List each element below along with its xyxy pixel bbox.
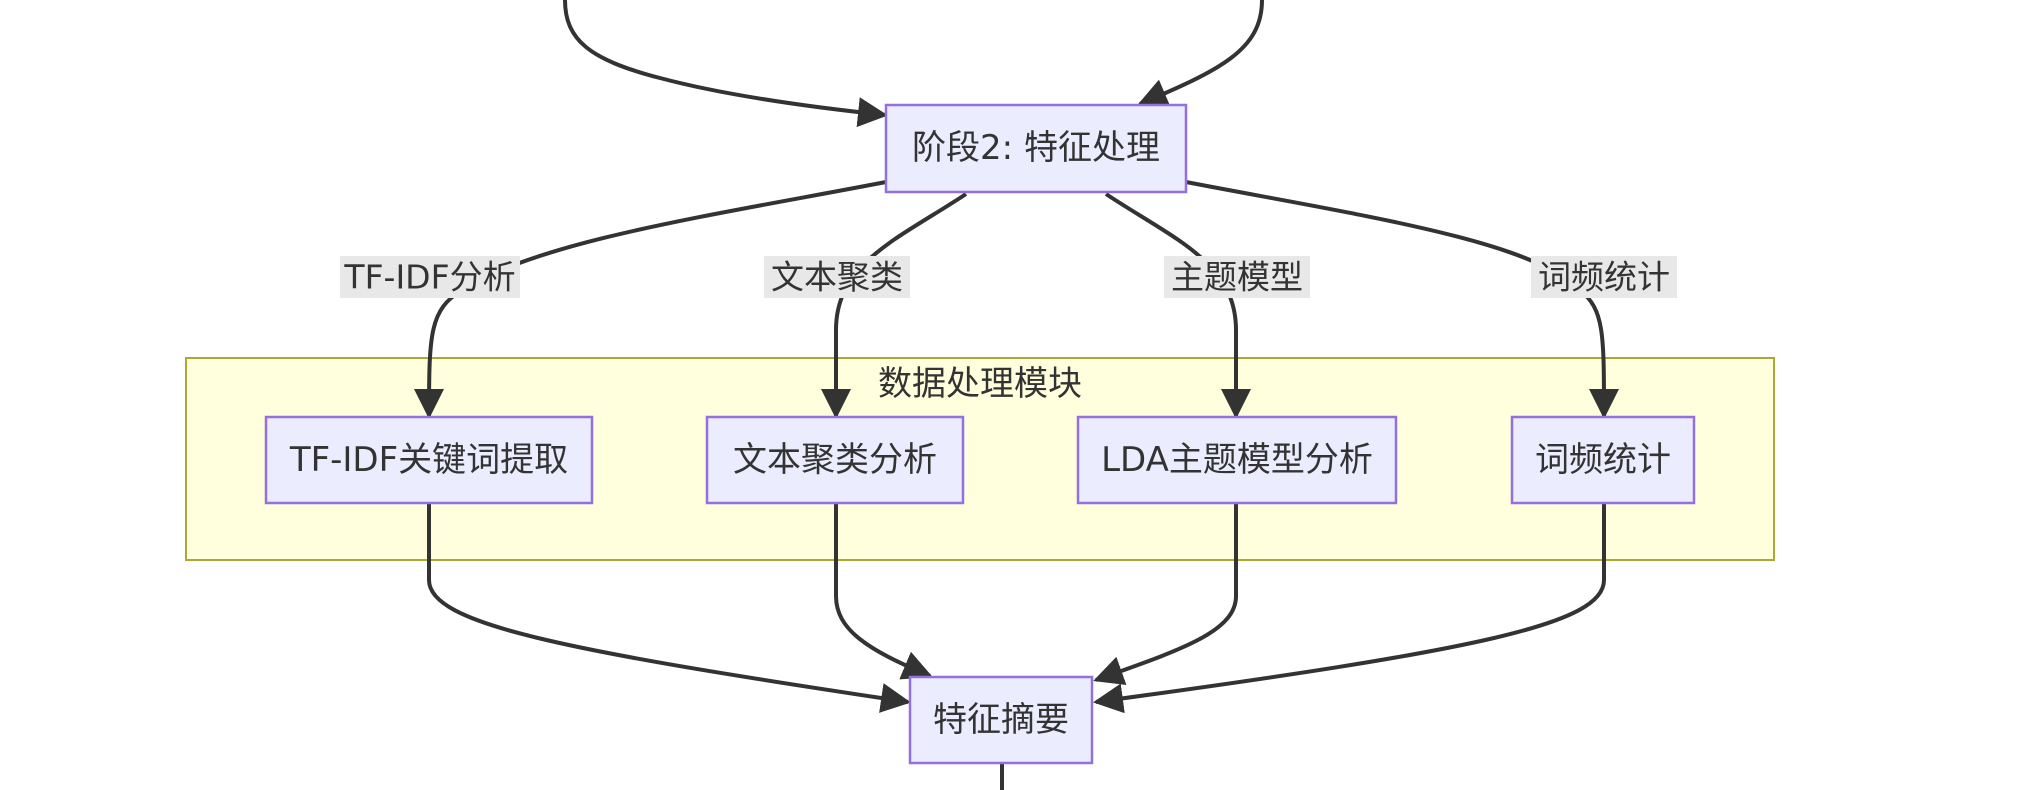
edge-lda-to-summary — [1093, 503, 1238, 686]
edge-freq-to-summary — [1093, 503, 1606, 714]
node-freq[interactable]: 词频统计 — [1510, 415, 1696, 505]
node-summary-label: 特征摘要 — [933, 700, 1069, 740]
edge-into-stage2-right — [1137, 0, 1264, 108]
node-stage2-label: 阶段2: 特征处理 — [912, 128, 1160, 168]
node-freq-label: 词频统计 — [1535, 440, 1671, 480]
edge-into-stage2-left — [563, 0, 888, 128]
node-cluster-label: 文本聚类分析 — [733, 440, 937, 480]
edge-label-tfidf-text: TF-IDF分析 — [343, 258, 515, 297]
cluster-title: 数据处理模块 — [878, 364, 1082, 404]
node-lda-label: LDA主题模型分析 — [1101, 440, 1373, 480]
edge-label-lda-text: 主题模型 — [1171, 258, 1303, 297]
node-summary[interactable]: 特征摘要 — [908, 675, 1094, 765]
edge-label-cluster: 文本聚类 — [764, 256, 910, 298]
node-tfidf[interactable]: TF-IDF关键词提取 — [264, 415, 594, 505]
node-tfidf-label: TF-IDF关键词提取 — [289, 440, 568, 480]
edge-label-cluster-text: 文本聚类 — [771, 258, 903, 297]
edge-label-freq-text: 词频统计 — [1538, 258, 1670, 297]
node-stage2[interactable]: 阶段2: 特征处理 — [884, 103, 1188, 194]
edge-tfidf-to-summary — [427, 503, 911, 713]
node-cluster[interactable]: 文本聚类分析 — [705, 415, 965, 505]
edge-label-freq: 词频统计 — [1531, 256, 1677, 298]
edge-cluster-to-summary — [834, 503, 933, 680]
node-lda[interactable]: LDA主题模型分析 — [1076, 415, 1398, 505]
edge-label-tfidf: TF-IDF分析 — [340, 256, 520, 298]
edge-label-lda: 主题模型 — [1164, 256, 1310, 298]
